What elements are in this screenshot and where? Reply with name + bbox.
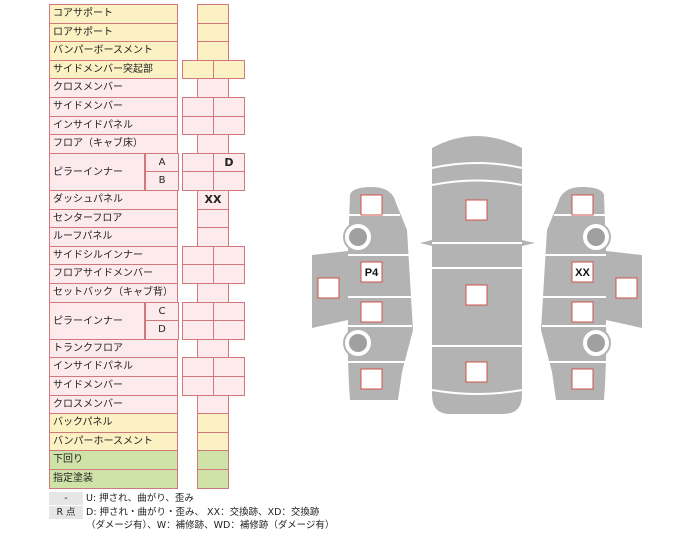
value-cell[interactable]	[213, 264, 245, 284]
value-cell[interactable]	[197, 134, 229, 154]
row-label: バンパーホースメント	[49, 431, 178, 452]
value-cell[interactable]: D	[213, 152, 245, 173]
value-cell[interactable]	[213, 320, 245, 340]
row-label: トランクフロア	[49, 338, 178, 359]
value-cell[interactable]	[197, 227, 229, 247]
value-cell[interactable]	[197, 283, 229, 303]
row-sublabel: B	[145, 171, 179, 191]
value-cell[interactable]	[213, 171, 245, 191]
row-label: クロスメンバー	[49, 78, 178, 98]
value-cell[interactable]	[182, 152, 214, 173]
box-left-rear-fender[interactable]	[360, 368, 383, 390]
value-cell[interactable]	[182, 115, 214, 136]
value-cell[interactable]	[197, 469, 229, 489]
value-cell[interactable]	[213, 357, 245, 377]
box-left-front-fender[interactable]	[360, 194, 383, 216]
row-label: フロア（キャブ床）	[49, 134, 178, 154]
row-sublabel: A	[145, 152, 179, 173]
row-label: クロスメンバー	[49, 394, 178, 415]
value-cell[interactable]	[182, 171, 214, 191]
row-sublabel: C	[145, 301, 179, 322]
value-cell[interactable]	[182, 97, 214, 117]
row-label: ロアサポート	[49, 22, 178, 43]
box-right-rear-fender[interactable]	[571, 368, 594, 390]
value-cell[interactable]	[197, 338, 229, 359]
row-label: セットバック（キャブ背）	[49, 283, 178, 303]
value-cell[interactable]	[182, 357, 214, 377]
row-sublabel: D	[145, 320, 179, 340]
value-cell[interactable]	[182, 264, 214, 284]
value-cell[interactable]: XX	[197, 190, 229, 210]
value-cell[interactable]	[197, 413, 229, 433]
box-left-front-door[interactable]	[360, 261, 383, 283]
value-cell[interactable]	[213, 301, 245, 322]
value-cell[interactable]	[213, 59, 245, 80]
left-front-door-mark: P4	[365, 267, 379, 279]
row-label: ルーフパネル	[49, 227, 178, 247]
row-label: サイドメンバー	[49, 97, 178, 117]
box-roof[interactable]	[465, 284, 488, 306]
value-cell[interactable]	[197, 208, 229, 229]
car-right-side	[541, 187, 642, 400]
value-cell[interactable]	[213, 97, 245, 117]
row-label: コアサポート	[49, 4, 178, 24]
legend-key: -	[49, 492, 83, 505]
value-cell[interactable]	[213, 115, 245, 136]
box-left-rear-door[interactable]	[360, 301, 383, 323]
box-right-front-door[interactable]	[571, 261, 594, 283]
left-front-wheel	[343, 222, 373, 252]
value-cell[interactable]	[197, 450, 229, 470]
value-cell[interactable]	[182, 376, 214, 396]
right-rear-wheel	[581, 328, 611, 358]
box-hood[interactable]	[465, 199, 488, 221]
row-label: バックパネル	[49, 413, 178, 433]
row-label: サイドメンバー	[49, 376, 178, 396]
car-left-side	[312, 187, 413, 400]
legend-text: （ダメージ有）、W：補修跡、WD：補修跡（ダメージ有）	[86, 520, 335, 531]
value-cell[interactable]	[182, 301, 214, 322]
row-label: インサイドパネル	[49, 115, 178, 136]
row-label: サイドメンバー突起部	[49, 59, 178, 80]
legend-key: R 点	[49, 506, 83, 519]
row-label: センターフロア	[49, 208, 178, 229]
box-right-front-fender[interactable]	[571, 194, 594, 216]
row-label: サイドシルインナー	[49, 245, 178, 266]
legend-text: D: 押され・曲がり・歪み、 XX：交換跡、XD：交換跡	[86, 507, 320, 518]
row-label: バンパーボースメント	[49, 41, 178, 61]
value-cell[interactable]	[197, 22, 229, 43]
row-label: 下回り	[49, 450, 178, 470]
right-front-wheel	[581, 222, 611, 252]
left-rear-wheel	[343, 328, 373, 358]
legend-text: U: 押され、曲がり、歪み	[86, 493, 194, 504]
value-cell[interactable]	[197, 78, 229, 98]
value-cell[interactable]	[213, 376, 245, 396]
row-label: 指定塗装	[49, 469, 178, 489]
row-label: ピラーインナー	[49, 152, 145, 191]
value-cell[interactable]	[182, 320, 214, 340]
row-label: ダッシュパネル	[49, 190, 178, 210]
value-cell[interactable]	[197, 4, 229, 24]
box-left-mirror[interactable]	[317, 277, 340, 299]
value-cell[interactable]	[197, 431, 229, 452]
value-cell[interactable]	[182, 245, 214, 266]
box-right-mirror[interactable]	[615, 277, 638, 299]
value-cell[interactable]	[182, 59, 214, 80]
value-cell[interactable]	[197, 394, 229, 415]
value-cell[interactable]	[213, 245, 245, 266]
row-label: インサイドパネル	[49, 357, 178, 377]
box-right-rear-door[interactable]	[571, 301, 594, 323]
right-front-door-mark: XX	[575, 267, 590, 279]
row-label: フロアサイドメンバー	[49, 264, 178, 284]
row-label: ピラーインナー	[49, 301, 145, 340]
box-trunk[interactable]	[465, 361, 488, 383]
car-body-center	[420, 136, 535, 414]
value-cell[interactable]	[197, 41, 229, 61]
